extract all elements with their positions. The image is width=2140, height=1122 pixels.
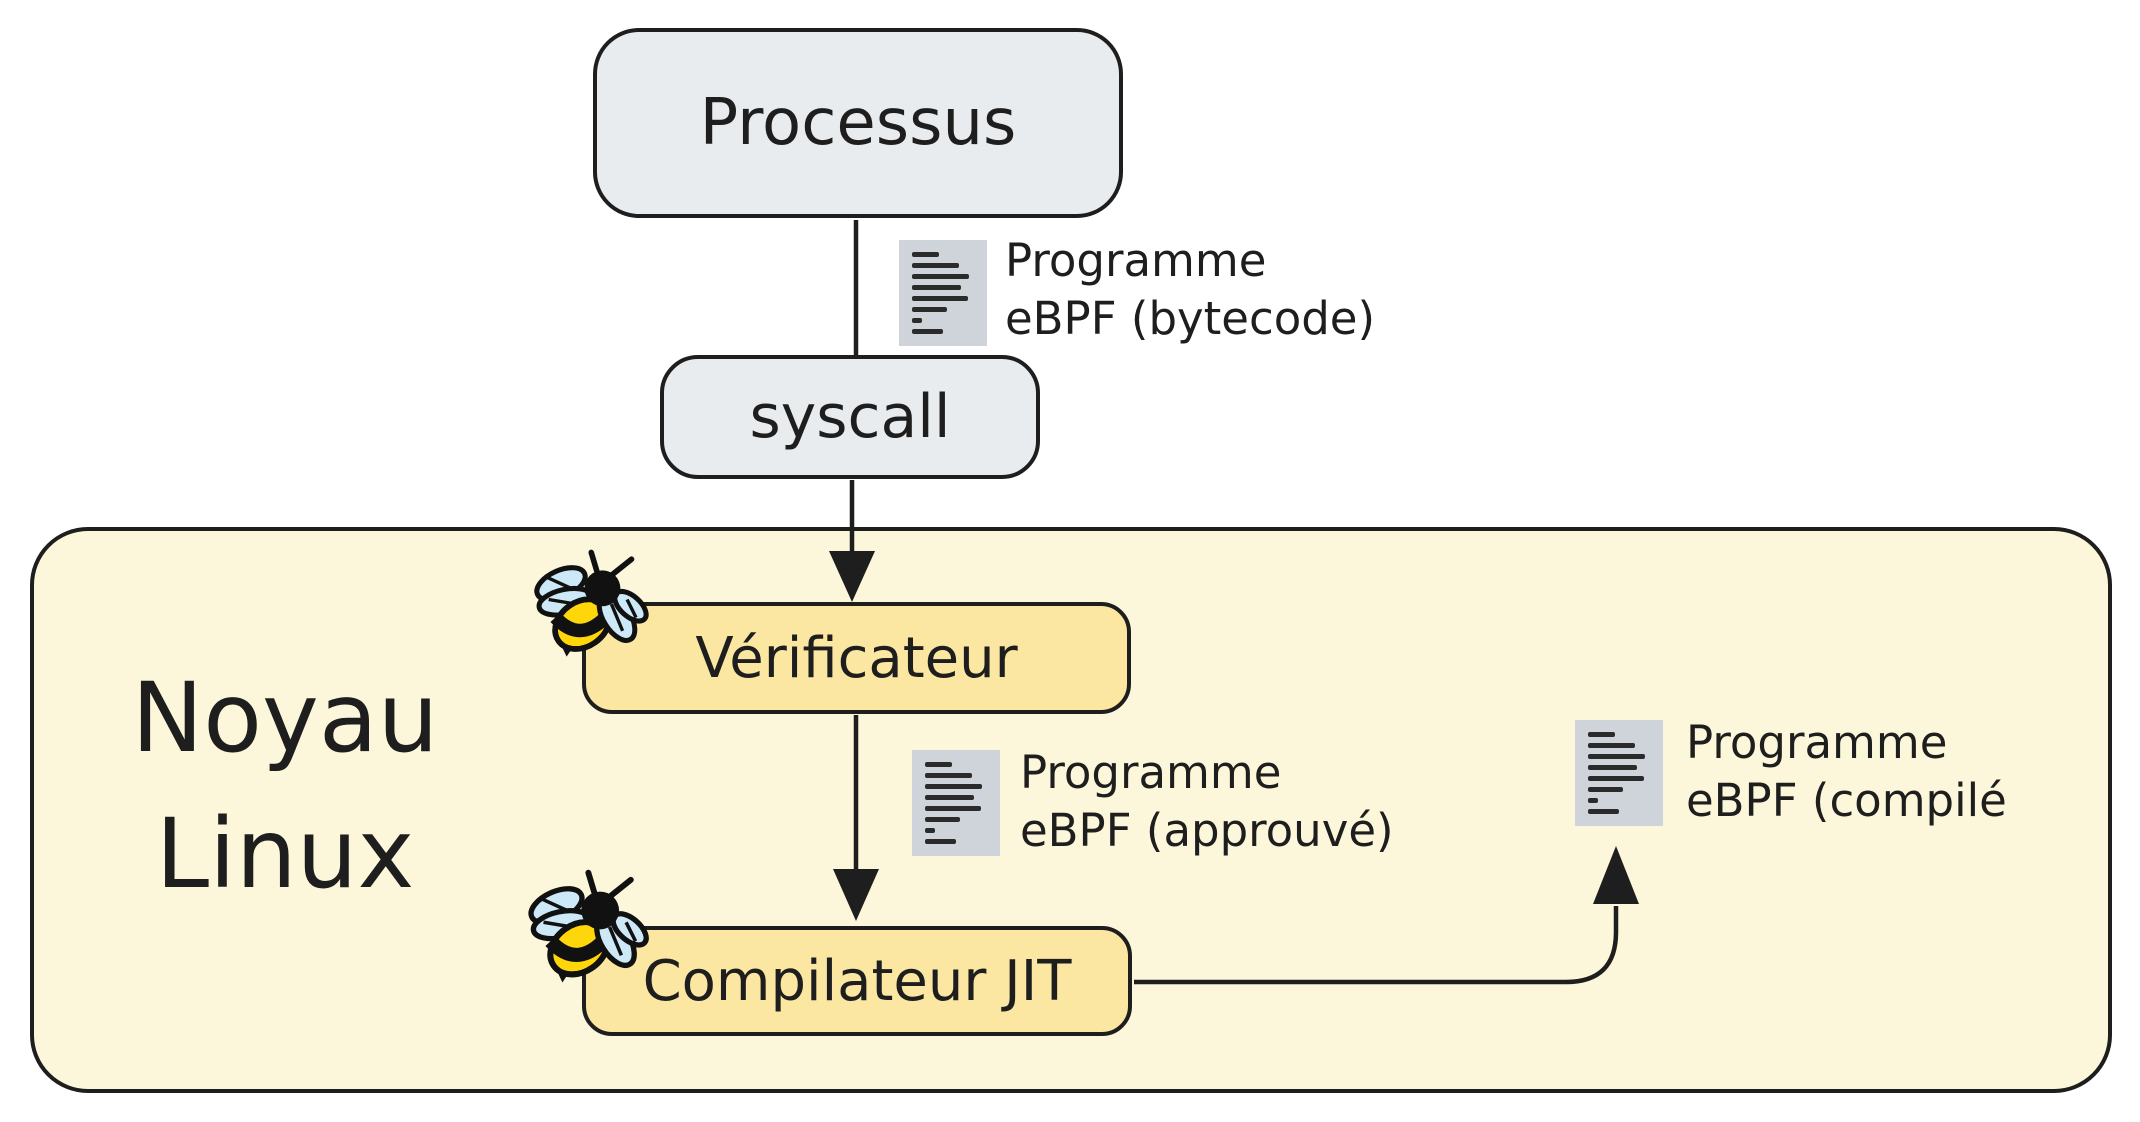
annotation-compile-line1: Programme	[1686, 716, 1948, 769]
node-processus: Processus	[593, 28, 1123, 218]
document-icon	[899, 240, 987, 346]
annotation-compile: Programme eBPF (compilé	[1686, 714, 2007, 829]
kernel-label-line2: Linux	[155, 798, 415, 911]
node-verificateur: Vérificateur	[582, 602, 1131, 714]
document-icon	[1575, 720, 1663, 826]
node-compilateur-jit-label: Compilateur JIT	[642, 948, 1072, 1014]
kernel-label: Noyau Linux	[85, 650, 485, 923]
annotation-approuve-line1: Programme	[1020, 746, 1282, 799]
annotation-bytecode: Programme eBPF (bytecode)	[1005, 232, 1375, 347]
annotation-approuve: Programme eBPF (approuvé)	[1020, 744, 1394, 859]
node-compilateur-jit: Compilateur JIT	[582, 926, 1132, 1036]
annotation-compile-line2: eBPF (compilé	[1686, 773, 2007, 827]
annotation-bytecode-line1: Programme	[1005, 234, 1267, 287]
annotation-bytecode-line2: eBPF (bytecode)	[1005, 291, 1376, 345]
kernel-label-line1: Noyau	[131, 662, 439, 774]
node-processus-label: Processus	[699, 86, 1017, 160]
node-verificateur-label: Vérificateur	[695, 625, 1018, 691]
annotation-approuve-line2: eBPF (approuvé)	[1020, 803, 1394, 857]
node-syscall-label: syscall	[749, 382, 951, 452]
node-syscall: syscall	[660, 355, 1040, 479]
document-icon	[912, 750, 1000, 856]
